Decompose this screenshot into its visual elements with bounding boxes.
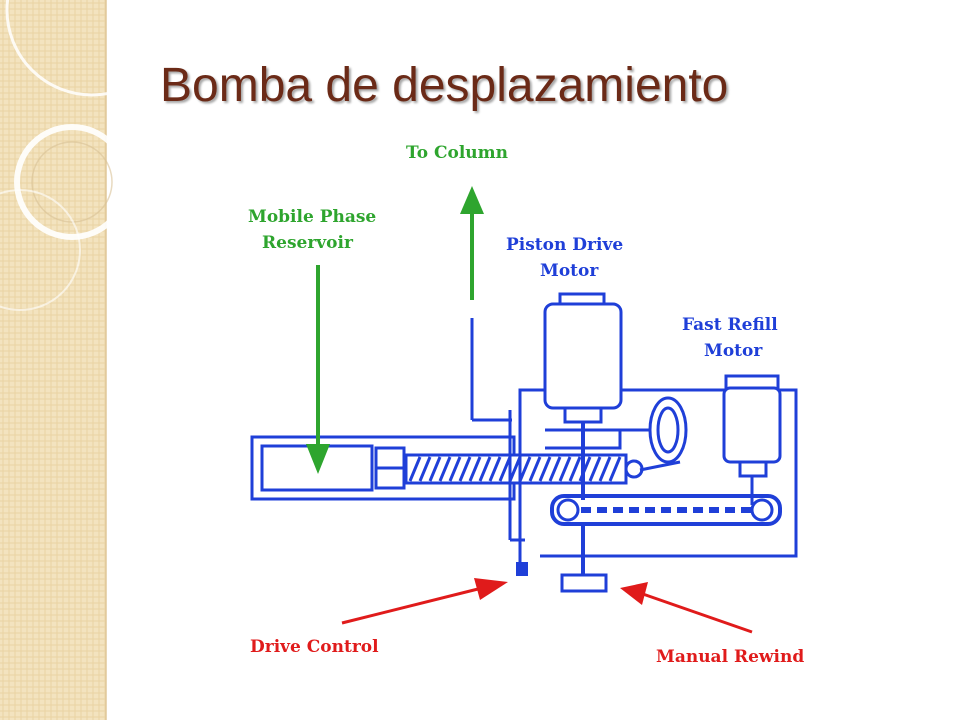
piston-drive-motor [543,292,623,500]
label-reservoir-line1: Mobile Phase [248,207,376,227]
lead-screw [404,453,644,485]
label-piston-drive-line1: Piston Drive [506,235,623,255]
label-fast-refill-line2: Motor [704,341,763,361]
flow-arrow-to-column [460,186,484,300]
belt-drive [550,494,782,526]
outlet-line [470,318,512,422]
label-to-column: To Column [406,143,508,163]
decorative-side-panel [0,0,179,720]
callout-arrow-manual-rewind [620,582,753,634]
label-piston-drive-line2: Motor [540,261,599,281]
slide-title: Bomba de desplazamiento [160,59,729,112]
drive-control-knob [516,562,528,576]
label-fast-refill-line1: Fast Refill [682,315,778,335]
fast-refill-motor [722,374,782,505]
label-reservoir-line2: Reservoir [262,233,354,253]
manual-rewind-knob [560,524,608,593]
callout-arrow-drive-control [341,578,508,625]
flow-arrow-from-reservoir [306,265,330,474]
label-manual-rewind: Manual Rewind [656,647,804,667]
label-drive-control: Drive Control [250,637,379,657]
pump-housing [508,388,798,568]
drive-coil [620,396,688,472]
pump-diagram: To Column Mobile Phase Reservoir Piston … [248,143,804,667]
